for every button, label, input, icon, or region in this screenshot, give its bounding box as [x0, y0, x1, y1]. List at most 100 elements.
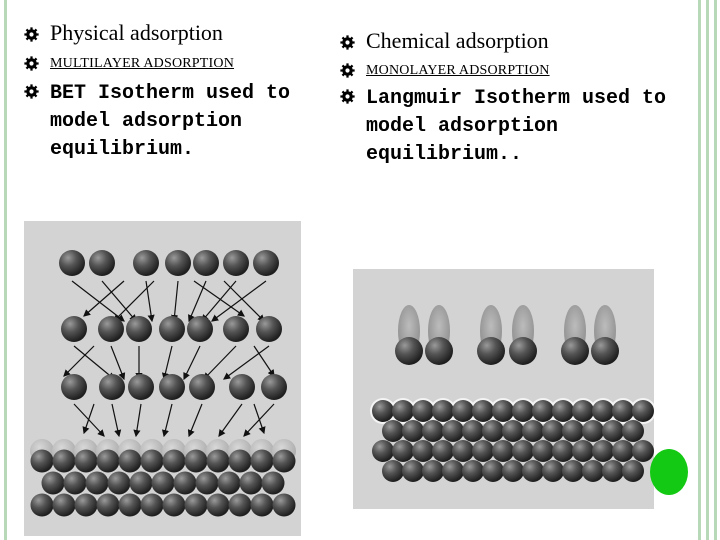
surface-molecule	[96, 449, 120, 473]
molecule	[165, 250, 191, 276]
surface-molecule	[542, 460, 564, 482]
arrow	[133, 403, 142, 438]
surface-molecule	[412, 440, 434, 462]
molecule	[128, 374, 154, 400]
surface-molecule	[30, 493, 54, 517]
arrow	[183, 345, 201, 381]
surface-molecule	[532, 400, 554, 422]
molecule	[261, 374, 287, 400]
bullet-item-multilayer: MULTILAYER ADSORPTION	[22, 54, 322, 74]
arrow	[203, 345, 237, 380]
surface-molecule	[592, 400, 614, 422]
surface-molecule	[118, 449, 142, 473]
bullet-item-chemical: Chemical adsorption	[338, 28, 678, 54]
surface-molecule	[482, 460, 504, 482]
arrow	[110, 345, 126, 381]
arrow	[223, 280, 265, 322]
surface-molecule	[74, 493, 98, 517]
surface-molecule	[372, 400, 394, 422]
surface-molecule	[552, 400, 574, 422]
surface-molecule	[622, 420, 644, 442]
surface-molecule	[30, 449, 54, 473]
chemical-adsorption-text: Chemical adsorption	[366, 28, 549, 53]
surface-molecule	[512, 440, 534, 462]
surface-molecule	[442, 460, 464, 482]
arrow	[63, 345, 95, 377]
surface-molecule	[412, 400, 434, 422]
molecule	[187, 316, 213, 342]
surface-molecule	[228, 493, 252, 517]
surface-molecule	[432, 440, 454, 462]
surface-molecule	[432, 400, 454, 422]
bullet-item-bet: BET Isotherm used to model adsorption eq…	[22, 80, 322, 164]
surface-molecule	[492, 440, 514, 462]
surface-molecule	[492, 400, 514, 422]
surface-molecule	[217, 471, 241, 495]
gear-bullet-icon	[24, 84, 39, 99]
bullet-item-langmuir: Langmuir Isotherm used to model adsorpti…	[338, 85, 678, 169]
bullet-item-physical: Physical adsorption	[22, 20, 322, 46]
molecule	[223, 316, 249, 342]
molecule	[193, 250, 219, 276]
surface-molecule	[522, 460, 544, 482]
surface-molecule	[462, 420, 484, 442]
molecule	[126, 316, 152, 342]
molecule	[256, 316, 282, 342]
surface-molecule	[184, 449, 208, 473]
surface-molecule	[239, 471, 263, 495]
surface-molecule	[582, 420, 604, 442]
adsorbed-molecule	[477, 337, 505, 365]
frame-line-right-1	[698, 0, 701, 540]
surface-molecule	[151, 471, 175, 495]
arrow	[83, 280, 125, 317]
arrow	[82, 403, 95, 435]
bet-line-1: BET Isotherm used to	[50, 82, 291, 105]
adsorbed-molecule	[395, 337, 423, 365]
surface-molecule	[162, 493, 186, 517]
surface-molecule	[612, 440, 634, 462]
surface-molecule	[173, 471, 197, 495]
surface-molecule	[472, 400, 494, 422]
surface-molecule	[228, 449, 252, 473]
surface-molecule	[250, 493, 274, 517]
arrow	[161, 403, 173, 438]
molecule	[159, 374, 185, 400]
surface-molecule	[107, 471, 131, 495]
molecule	[133, 250, 159, 276]
surface-molecule	[632, 400, 654, 422]
arrow	[253, 403, 266, 435]
surface-molecule	[572, 440, 594, 462]
arrow	[187, 403, 203, 438]
surface-molecule	[52, 449, 76, 473]
surface-molecule	[422, 460, 444, 482]
surface-molecule	[522, 420, 544, 442]
surface-molecule	[392, 440, 414, 462]
green-decoration-circle	[650, 449, 688, 495]
surface-molecule	[422, 420, 444, 442]
molecule	[61, 316, 87, 342]
adsorbed-molecule	[509, 337, 537, 365]
surface-molecule	[552, 440, 574, 462]
surface-molecule	[195, 471, 219, 495]
arrow	[101, 280, 137, 322]
arrow	[73, 345, 115, 380]
surface-molecule	[96, 493, 120, 517]
molecule	[99, 374, 125, 400]
gear-bullet-icon	[24, 27, 39, 42]
surface-molecule	[272, 449, 296, 473]
langmuir-line-3: equilibrium..	[366, 143, 523, 166]
surface-molecule	[602, 460, 624, 482]
right-column: Chemical adsorption MONOLAYER ADSORPTION…	[338, 28, 678, 179]
surface-molecule	[118, 493, 142, 517]
surface-molecule	[52, 493, 76, 517]
surface-molecule	[206, 493, 230, 517]
surface-molecule	[452, 400, 474, 422]
molecule	[159, 316, 185, 342]
surface-molecule	[272, 493, 296, 517]
bullet-item-monolayer: MONOLAYER ADSORPTION	[338, 61, 678, 81]
physical-adsorption-text: Physical adsorption	[50, 20, 223, 45]
bet-line-2: model adsorption	[50, 110, 243, 133]
langmuir-isotherm-text: Langmuir Isotherm used to model adsorpti…	[366, 85, 678, 169]
molecule	[229, 374, 255, 400]
molecule	[189, 374, 215, 400]
